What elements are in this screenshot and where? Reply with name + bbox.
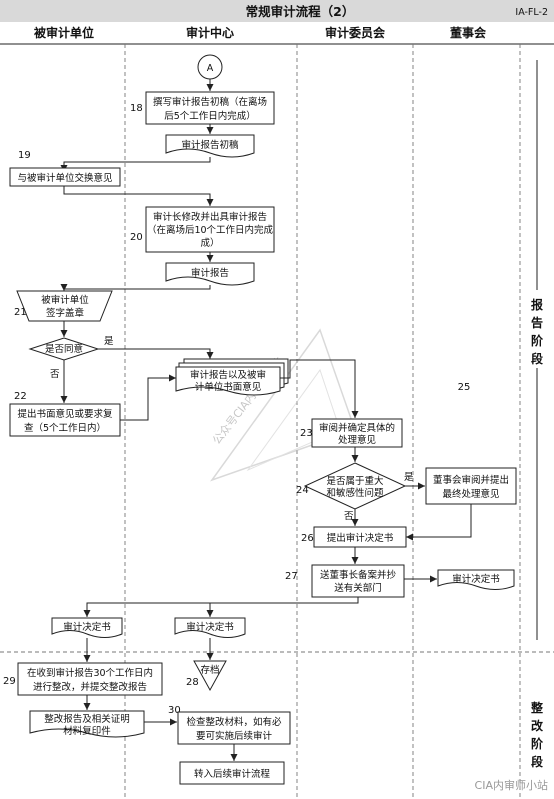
decision-doc-auditee-label: 审计决定书 bbox=[63, 621, 111, 633]
doc-code: IA-FL-2 bbox=[515, 7, 548, 18]
arrow bbox=[60, 157, 211, 172]
arrow bbox=[83, 597, 359, 617]
follow-up-label: 转入后续审计流程 bbox=[194, 768, 271, 780]
step-23-line2: 处理意见 bbox=[338, 434, 376, 446]
step-number: 23 bbox=[300, 428, 313, 439]
watermark: 公众号CIA内审师小站 bbox=[209, 328, 356, 482]
step-25-box bbox=[425, 467, 517, 505]
step-23-box bbox=[311, 418, 403, 448]
phase-report-char: 段 bbox=[531, 351, 544, 366]
attachments-line2: 材料复印件 bbox=[63, 725, 111, 737]
step-number: 18 bbox=[130, 103, 143, 114]
step-23-line1: 审阅并确定具体的 bbox=[319, 422, 395, 434]
arrow bbox=[60, 284, 211, 291]
phase-rectify-char: 阶 bbox=[531, 736, 544, 751]
step-27-box bbox=[311, 564, 405, 598]
lane-header-audit-center: 审计中心 bbox=[186, 25, 234, 40]
step-22-box bbox=[9, 403, 121, 437]
no-label: 否 bbox=[50, 369, 60, 380]
yes-label: 是 bbox=[404, 472, 414, 483]
step-21-line1: 被审计单位 bbox=[41, 294, 89, 306]
draft-report-doc bbox=[165, 134, 255, 158]
step-25-line2: 最终处理意见 bbox=[442, 488, 499, 500]
arrow bbox=[98, 348, 214, 359]
step-26-label: 提出审计决定书 bbox=[327, 532, 394, 544]
step-29-line1: 在收到审计报告30个工作日内 bbox=[27, 667, 153, 679]
no-label: 否 bbox=[344, 511, 354, 522]
step-29-line2: 进行整改，并提交整改报告 bbox=[33, 681, 147, 693]
arrow bbox=[63, 186, 214, 206]
arrow bbox=[406, 504, 472, 541]
step-27-line2: 送有关部门 bbox=[334, 582, 382, 594]
phase-report-char: 告 bbox=[531, 315, 543, 330]
attachments-doc bbox=[29, 710, 145, 738]
step-29-box bbox=[17, 662, 163, 696]
step-30-line2: 要可实施后续审计 bbox=[196, 730, 273, 742]
step-22-line2: 查（5个工作日内） bbox=[24, 422, 106, 434]
step-20-box bbox=[145, 206, 275, 253]
lane-header-board: 董事会 bbox=[450, 25, 487, 40]
step-21-trapezoid bbox=[16, 290, 113, 322]
phase-rectify-char: 改 bbox=[531, 718, 544, 733]
opinions-doc bbox=[175, 366, 281, 396]
step-22-line1: 提出书面意见或要求复 bbox=[17, 408, 113, 420]
audit-report-label: 审计报告 bbox=[191, 267, 229, 279]
step-number: 21 bbox=[14, 307, 27, 318]
arrow bbox=[120, 374, 176, 421]
decision-doc-board bbox=[437, 569, 515, 590]
sensitive-line1: 是否属于重大 bbox=[326, 475, 384, 487]
header-band bbox=[0, 0, 554, 22]
step-18-line1: 撰写审计报告初稿（在离场 bbox=[153, 96, 267, 108]
arrow bbox=[280, 359, 359, 418]
step-19-label: 与被审计单位交换意见 bbox=[17, 172, 112, 184]
phase-rectify-char: 整 bbox=[530, 700, 543, 715]
step-26-box bbox=[313, 526, 407, 548]
audit-report-doc bbox=[165, 262, 255, 286]
draft-report-label: 审计报告初稿 bbox=[181, 139, 239, 151]
decision-doc-board-label: 审计决定书 bbox=[452, 573, 500, 585]
step-30-line1: 检查整改材料，如有必 bbox=[186, 716, 282, 728]
step-number: 28 bbox=[186, 677, 199, 688]
step-30-box bbox=[177, 711, 291, 745]
step-20-line3: 成） bbox=[200, 237, 219, 249]
decision-doc-center-label: 审计决定书 bbox=[186, 621, 234, 633]
step-19-box bbox=[9, 167, 121, 187]
step-18-line2: 后5个工作日内完成） bbox=[164, 110, 256, 122]
sensitive-line2: 和敏感性问题 bbox=[326, 487, 384, 499]
connector-label: A bbox=[207, 63, 214, 74]
step-number: 27 bbox=[285, 571, 298, 582]
step-number: 26 bbox=[301, 533, 314, 544]
step-number: 24 bbox=[296, 485, 309, 496]
decision-doc-center bbox=[174, 617, 246, 638]
opinions-line1: 审计报告以及被审 bbox=[190, 369, 266, 381]
lane-header-auditee: 被审计单位 bbox=[34, 25, 94, 40]
opinions-line2: 计单位书面意见 bbox=[195, 381, 262, 393]
step-21-line2: 签字盖章 bbox=[46, 307, 85, 319]
archive-label: 存档 bbox=[200, 664, 219, 676]
decision-doc-auditee bbox=[51, 617, 123, 638]
corner-watermark: CIA内审师小站 bbox=[475, 778, 548, 792]
phase-rectify-char: 段 bbox=[531, 754, 544, 769]
step-number: 20 bbox=[130, 232, 143, 243]
step-20-line2: （在离场后10个工作日内完成 bbox=[147, 224, 274, 236]
step-number: 30 bbox=[168, 705, 181, 716]
lane-header-audit-committee: 审计委员会 bbox=[325, 25, 386, 40]
step-25-line1: 董事会审阅并提出 bbox=[433, 474, 509, 486]
follow-up-box bbox=[179, 761, 285, 785]
phase-report-char: 阶 bbox=[531, 333, 544, 348]
page-title: 常规审计流程（2） bbox=[246, 4, 355, 19]
yes-label: 是 bbox=[104, 336, 114, 347]
attachments-line1: 整改报告及相关证明 bbox=[44, 713, 130, 725]
step-number: 22 bbox=[14, 391, 27, 402]
phase-report-char: 报 bbox=[531, 297, 543, 312]
step-number: 29 bbox=[3, 676, 16, 687]
step-27-line1: 送董事长备案并抄 bbox=[320, 569, 397, 581]
step-20-line1: 审计长修改并出具审计报告 bbox=[153, 211, 267, 223]
archive-triangle bbox=[193, 660, 227, 692]
step-number: 19 bbox=[18, 150, 31, 161]
agree-label: 是否同意 bbox=[45, 343, 83, 355]
step-number: 25 bbox=[458, 382, 471, 393]
